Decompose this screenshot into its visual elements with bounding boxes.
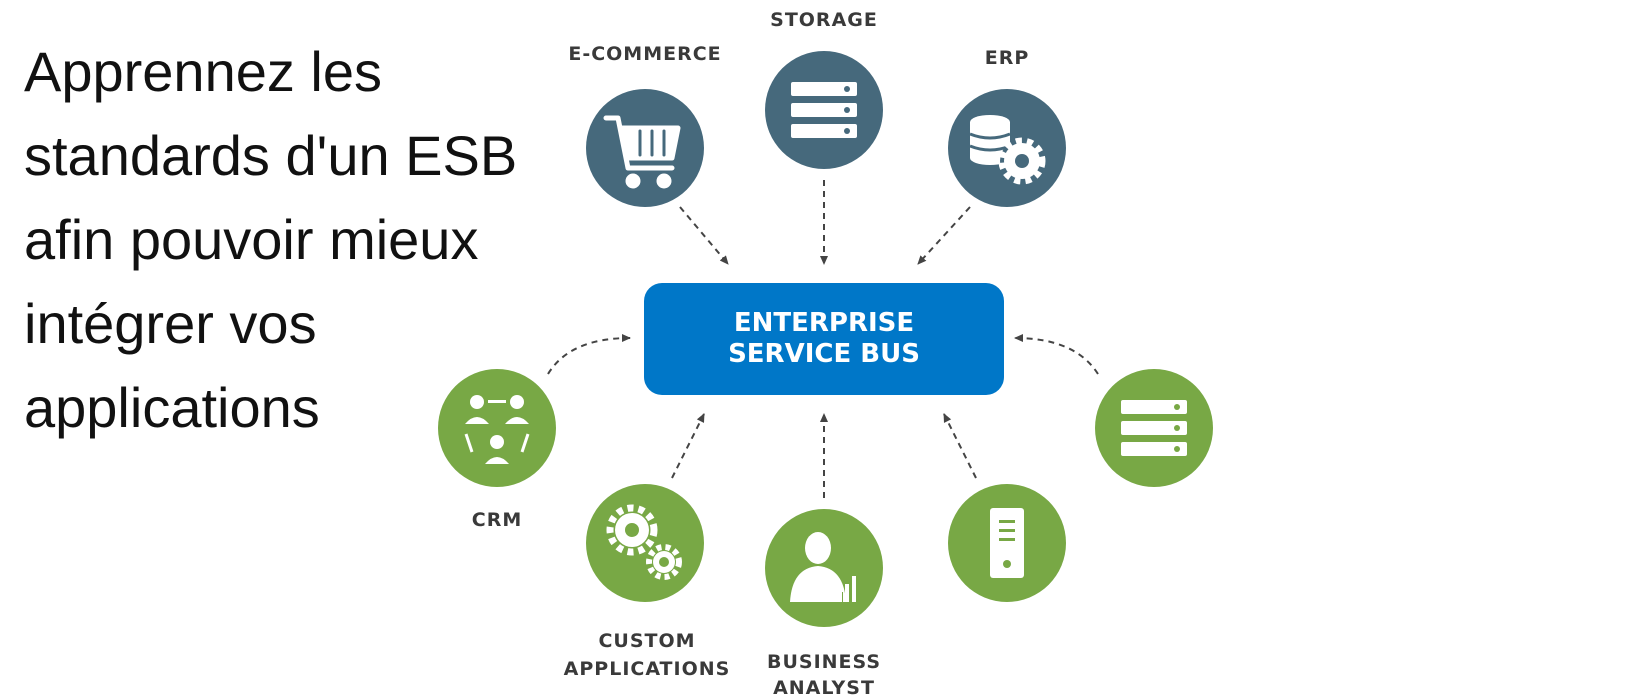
node-tower-server [948,484,1066,602]
headline-line-4: intégrer vos [24,292,317,355]
node-rack-server [1095,369,1213,487]
server-rack-icon [1121,400,1187,456]
gears-icon [606,504,682,580]
custom-applications-label-line2: APPLICATIONS [564,658,731,680]
bus-label-line2: SERVICE BUS [728,339,920,369]
headline-line-5: applications [24,376,320,439]
erp-label: ERP [985,47,1030,69]
node-erp: ERP [948,47,1066,207]
node-custom-applications: CUSTOM APPLICATIONS [564,484,731,680]
tower-server-icon [990,508,1024,578]
database-gear-icon [969,115,1046,185]
node-business-analyst: BUSINESS ANALYST [765,509,883,698]
server-stack-icon [791,82,857,138]
bus-label-line1: ENTERPRISE [734,308,914,338]
custom-applications-label-line1: CUSTOM [598,630,695,652]
arrow-rack-to-bus [1014,334,1099,375]
business-analyst-label-line1: BUSINESS [767,651,881,673]
headline-line-3: afin pouvoir mieux [24,208,479,271]
shopping-cart-icon [603,115,681,189]
crm-label: CRM [472,509,522,531]
enterprise-service-bus: ENTERPRISE SERVICE BUS [644,283,1004,395]
people-network-icon [464,395,530,464]
headline-line-2: standards d'un ESB [24,124,518,187]
arrow-custom-to-bus [671,413,705,479]
ecommerce-label: E-COMMERCE [568,43,721,65]
connectors [547,180,1099,498]
headline-line-1: Apprennez les [24,40,383,103]
bus-box [644,283,1004,395]
arrow-crm-to-bus [547,334,631,375]
headline: Apprennez les standards d'un ESB afin po… [24,30,564,450]
node-crm: CRM [438,369,556,531]
business-analyst-label-line2: ANALYST [773,677,875,698]
storage-label: STORAGE [770,9,878,31]
user-chart-icon [790,532,856,602]
node-ecommerce: E-COMMERCE [568,43,721,207]
arrow-erp-to-bus [917,206,971,265]
arrow-tower-to-bus [943,413,977,479]
arrow-ecommerce-to-bus [679,206,729,265]
node-storage: STORAGE [765,9,883,169]
